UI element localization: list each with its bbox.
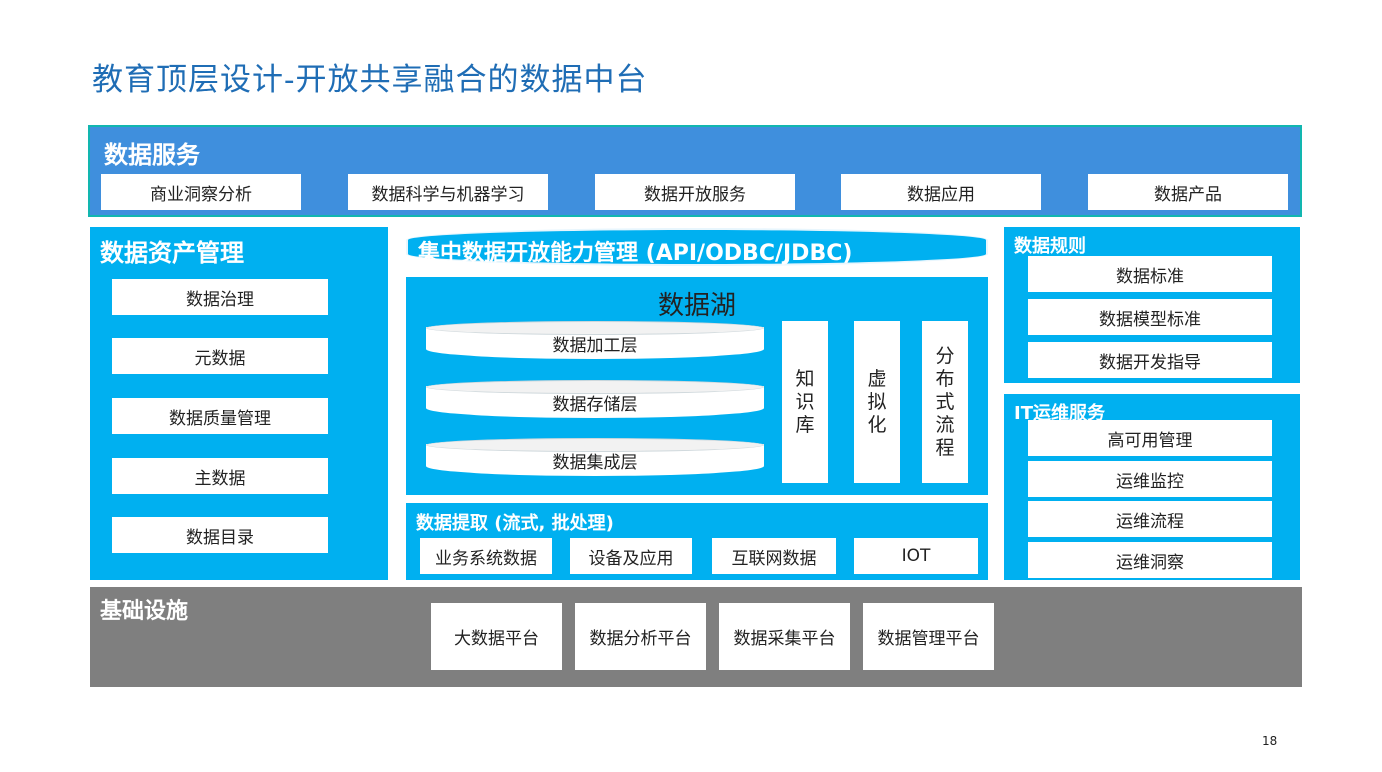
lake-virtualization: 虚拟化 [854,321,900,483]
lake-distributed-flow: 分布式流程 [922,321,968,483]
data-extraction-panel: 数据提取 (流式, 批处理) 业务系统数据 设备及应用 互联网数据 IOT [406,503,988,580]
extraction-item-business-systems: 业务系统数据 [420,538,552,574]
service-item-business-insight: 商业洞察分析 [101,174,301,210]
data-lake-label: 数据湖 [657,291,736,321]
data-extraction-label: 数据提取 (流式, 批处理) [416,513,614,534]
data-rules-label: 数据规则 [1014,236,1086,257]
data-asset-panel: 数据资产管理 数据治理 元数据 数据质量管理 主数据 数据目录 [90,227,388,580]
rules-item-dev-guide: 数据开发指导 [1028,342,1272,378]
infrastructure-label: 基础设施 [100,599,189,624]
asset-item-master-data: 主数据 [112,458,328,494]
lake-knowledge-base-label: 知识库 [795,367,815,436]
extraction-item-iot: IOT [854,538,978,574]
asset-item-metadata: 元数据 [112,338,328,374]
lake-virtualization-label: 虚拟化 [867,367,887,436]
ops-item-insight: 运维洞察 [1028,542,1272,578]
extraction-item-devices: 设备及应用 [570,538,692,574]
it-ops-label: IT运维服务 [1014,403,1105,424]
infra-item-collection: 数据采集平台 [719,603,850,670]
ops-item-monitoring: 运维监控 [1028,461,1272,497]
lake-distributed-flow-label: 分布式流程 [935,344,955,459]
lake-layer-integration-label: 数据集成层 [552,453,638,473]
infrastructure-band: 基础设施 大数据平台 数据分析平台 数据采集平台 数据管理平台 [90,587,1302,687]
service-item-open-data: 数据开放服务 [595,174,795,210]
infra-item-management: 数据管理平台 [863,603,994,670]
page-number: 18 [1262,734,1278,748]
ops-item-process: 运维流程 [1028,501,1272,537]
infra-item-analytics: 数据分析平台 [575,603,706,670]
lake-layer-processing-label: 数据加工层 [552,336,638,356]
it-ops-panel: IT运维服务 高可用管理 运维监控 运维流程 运维洞察 [1004,394,1300,580]
extraction-item-internet: 互联网数据 [712,538,836,574]
lake-knowledge-base: 知识库 [782,321,828,483]
page-title: 教育顶层设计-开放共享融合的数据中台 [92,62,648,98]
lake-layer-integration: 数据集成层 [426,438,764,482]
asset-item-catalog: 数据目录 [112,517,328,553]
data-lake-panel: 数据湖 数据加工层 数据存储层 数据集成层 知识库 虚拟化 分布式流程 [406,277,988,495]
data-services-label: 数据服务 [104,141,200,169]
api-management-label: 集中数据开放能力管理 (API/ODBC/JDBC) [418,241,853,266]
infra-item-big-data: 大数据平台 [431,603,562,670]
data-asset-label: 数据资产管理 [100,239,244,267]
lake-layer-processing: 数据加工层 [426,321,764,365]
rules-item-model-standards: 数据模型标准 [1028,299,1272,335]
asset-item-quality: 数据质量管理 [112,398,328,434]
service-item-data-science: 数据科学与机器学习 [348,174,548,210]
data-rules-panel: 数据规则 数据标准 数据模型标准 数据开发指导 [1004,227,1300,383]
service-item-data-products: 数据产品 [1088,174,1288,210]
data-services-band: 数据服务 商业洞察分析 数据科学与机器学习 数据开放服务 数据应用 数据产品 [88,125,1302,217]
ops-item-high-availability: 高可用管理 [1028,420,1272,456]
lake-layer-storage-label: 数据存储层 [552,395,638,415]
lake-layer-storage: 数据存储层 [426,380,764,424]
service-item-data-apps: 数据应用 [841,174,1041,210]
rules-item-standards: 数据标准 [1028,256,1272,292]
api-management-bar: 集中数据开放能力管理 (API/ODBC/JDBC) [406,228,988,266]
asset-item-governance: 数据治理 [112,279,328,315]
